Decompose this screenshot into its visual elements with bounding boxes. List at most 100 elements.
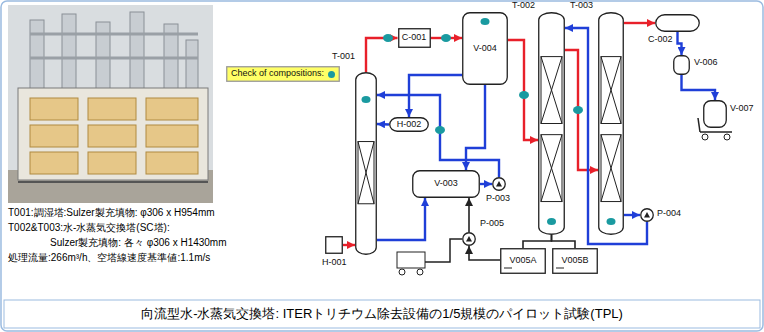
trolley	[397, 252, 425, 268]
equipment-photo	[30, 20, 44, 92]
node-shape	[598, 12, 624, 235]
shape-outline	[539, 13, 565, 235]
pipe-line	[552, 235, 576, 248]
node-body: C-001	[398, 28, 431, 48]
trolley	[698, 118, 700, 132]
equipment-photo	[62, 14, 76, 92]
spec-note: T002&T003:水-水蒸気交換塔(SC塔):	[8, 222, 170, 234]
pump-mark	[466, 236, 472, 242]
vessel-tank: V-003	[412, 170, 480, 198]
equipment-photo	[88, 98, 136, 120]
node-body: V-004	[462, 12, 508, 85]
pipe-line	[343, 244, 355, 246]
heater-box: H-001	[325, 236, 343, 254]
trolley	[425, 239, 462, 262]
shape-outline	[704, 101, 727, 128]
pipe-line	[624, 214, 640, 216]
node-label: V-003	[434, 179, 458, 189]
pump-symbol: P-005	[462, 232, 476, 246]
equipment-photo	[18, 88, 208, 180]
trolley	[399, 269, 405, 275]
pipe-line	[469, 246, 500, 260]
node-label: V005B	[561, 256, 588, 266]
trolley	[700, 131, 732, 133]
node-shape	[462, 232, 476, 246]
equipment-photo	[8, 5, 213, 203]
equipment-photo	[30, 33, 198, 36]
pipe-line	[565, 50, 598, 170]
node-label: C-001	[402, 33, 427, 43]
node-label: C-002	[648, 35, 673, 45]
node-body: V-003	[412, 170, 480, 198]
node-label: V-006	[694, 58, 718, 68]
packing-cross	[601, 135, 621, 202]
pipe-line	[480, 183, 492, 185]
storage-tank: V005B	[552, 248, 598, 274]
level-mark	[504, 268, 512, 269]
pump-symbol: P-003	[492, 177, 506, 191]
node-label: V-004	[473, 44, 497, 54]
node-label: V005A	[509, 256, 536, 266]
packing-bed	[358, 142, 374, 204]
node-shape	[492, 177, 506, 191]
node-label: T-002	[512, 1, 535, 11]
pipe-line	[624, 22, 655, 24]
pipe-line	[466, 85, 485, 170]
node-label: T-001	[332, 52, 355, 62]
figure-caption: 向流型水-水蒸気交換塔: ITERトリチウム除去設備の1/5規模のパイロット試験…	[4, 300, 760, 328]
shape-outline	[553, 249, 598, 274]
packing-bed	[601, 57, 621, 124]
equipment-photo	[8, 5, 213, 203]
pipe-line	[508, 40, 538, 140]
packing-bed	[601, 135, 621, 202]
shape-outline	[656, 15, 700, 32]
node-body: V005B	[552, 248, 598, 274]
pipe-line	[409, 75, 462, 117]
pipe-line	[366, 38, 398, 72]
pipe-line	[377, 95, 499, 177]
sample-dot	[362, 96, 371, 103]
heater-box: H-002	[389, 117, 429, 132]
packing-cross	[358, 142, 374, 204]
level-mark	[556, 268, 564, 269]
packing-bed	[541, 57, 562, 124]
packing-cross	[601, 57, 621, 124]
equipment-photo	[30, 57, 198, 60]
pump-symbol: P-004	[640, 208, 654, 222]
node-label: P-003	[486, 194, 510, 204]
packing-bed	[541, 135, 562, 202]
equipment-photo	[146, 125, 198, 147]
pump-body	[463, 233, 476, 246]
pipe-group	[343, 23, 715, 260]
node-body: Check of compositions:	[226, 66, 340, 82]
node-body: H-002	[389, 117, 429, 132]
pipe-line	[523, 235, 552, 248]
packing-cross	[541, 57, 562, 124]
sample-dots	[383, 34, 393, 42]
pump-mark	[644, 212, 650, 218]
node-shape	[673, 55, 690, 75]
node-label: H-001	[322, 258, 347, 268]
shape-outline	[398, 29, 430, 48]
equipment-photo	[146, 98, 198, 120]
spec-note: 処理流量:266m³/h、空塔線速度基準値:1.1m/s	[8, 252, 210, 264]
note-box: Check of compositions:	[226, 66, 340, 82]
pipe-line	[468, 198, 470, 232]
equipment-photo	[88, 125, 136, 147]
equipment-photo	[88, 152, 136, 174]
vessel-tank: V-007	[703, 100, 727, 128]
node-label: Check of compositions:	[231, 69, 324, 79]
exchange-tower: T-002	[538, 12, 565, 235]
shape-outline	[227, 67, 340, 82]
pipe-line	[377, 198, 425, 240]
node-shape	[703, 100, 727, 128]
spec-note: T001:調湿塔:Sulzer製充填物: φ306 x H954mm	[8, 207, 215, 219]
sample-dots	[519, 91, 529, 99]
equipment-photo	[30, 98, 78, 120]
packing-cross	[541, 135, 562, 202]
equipment-photo	[30, 125, 78, 147]
equipment-photo	[130, 12, 144, 92]
shape-outline	[501, 249, 546, 274]
